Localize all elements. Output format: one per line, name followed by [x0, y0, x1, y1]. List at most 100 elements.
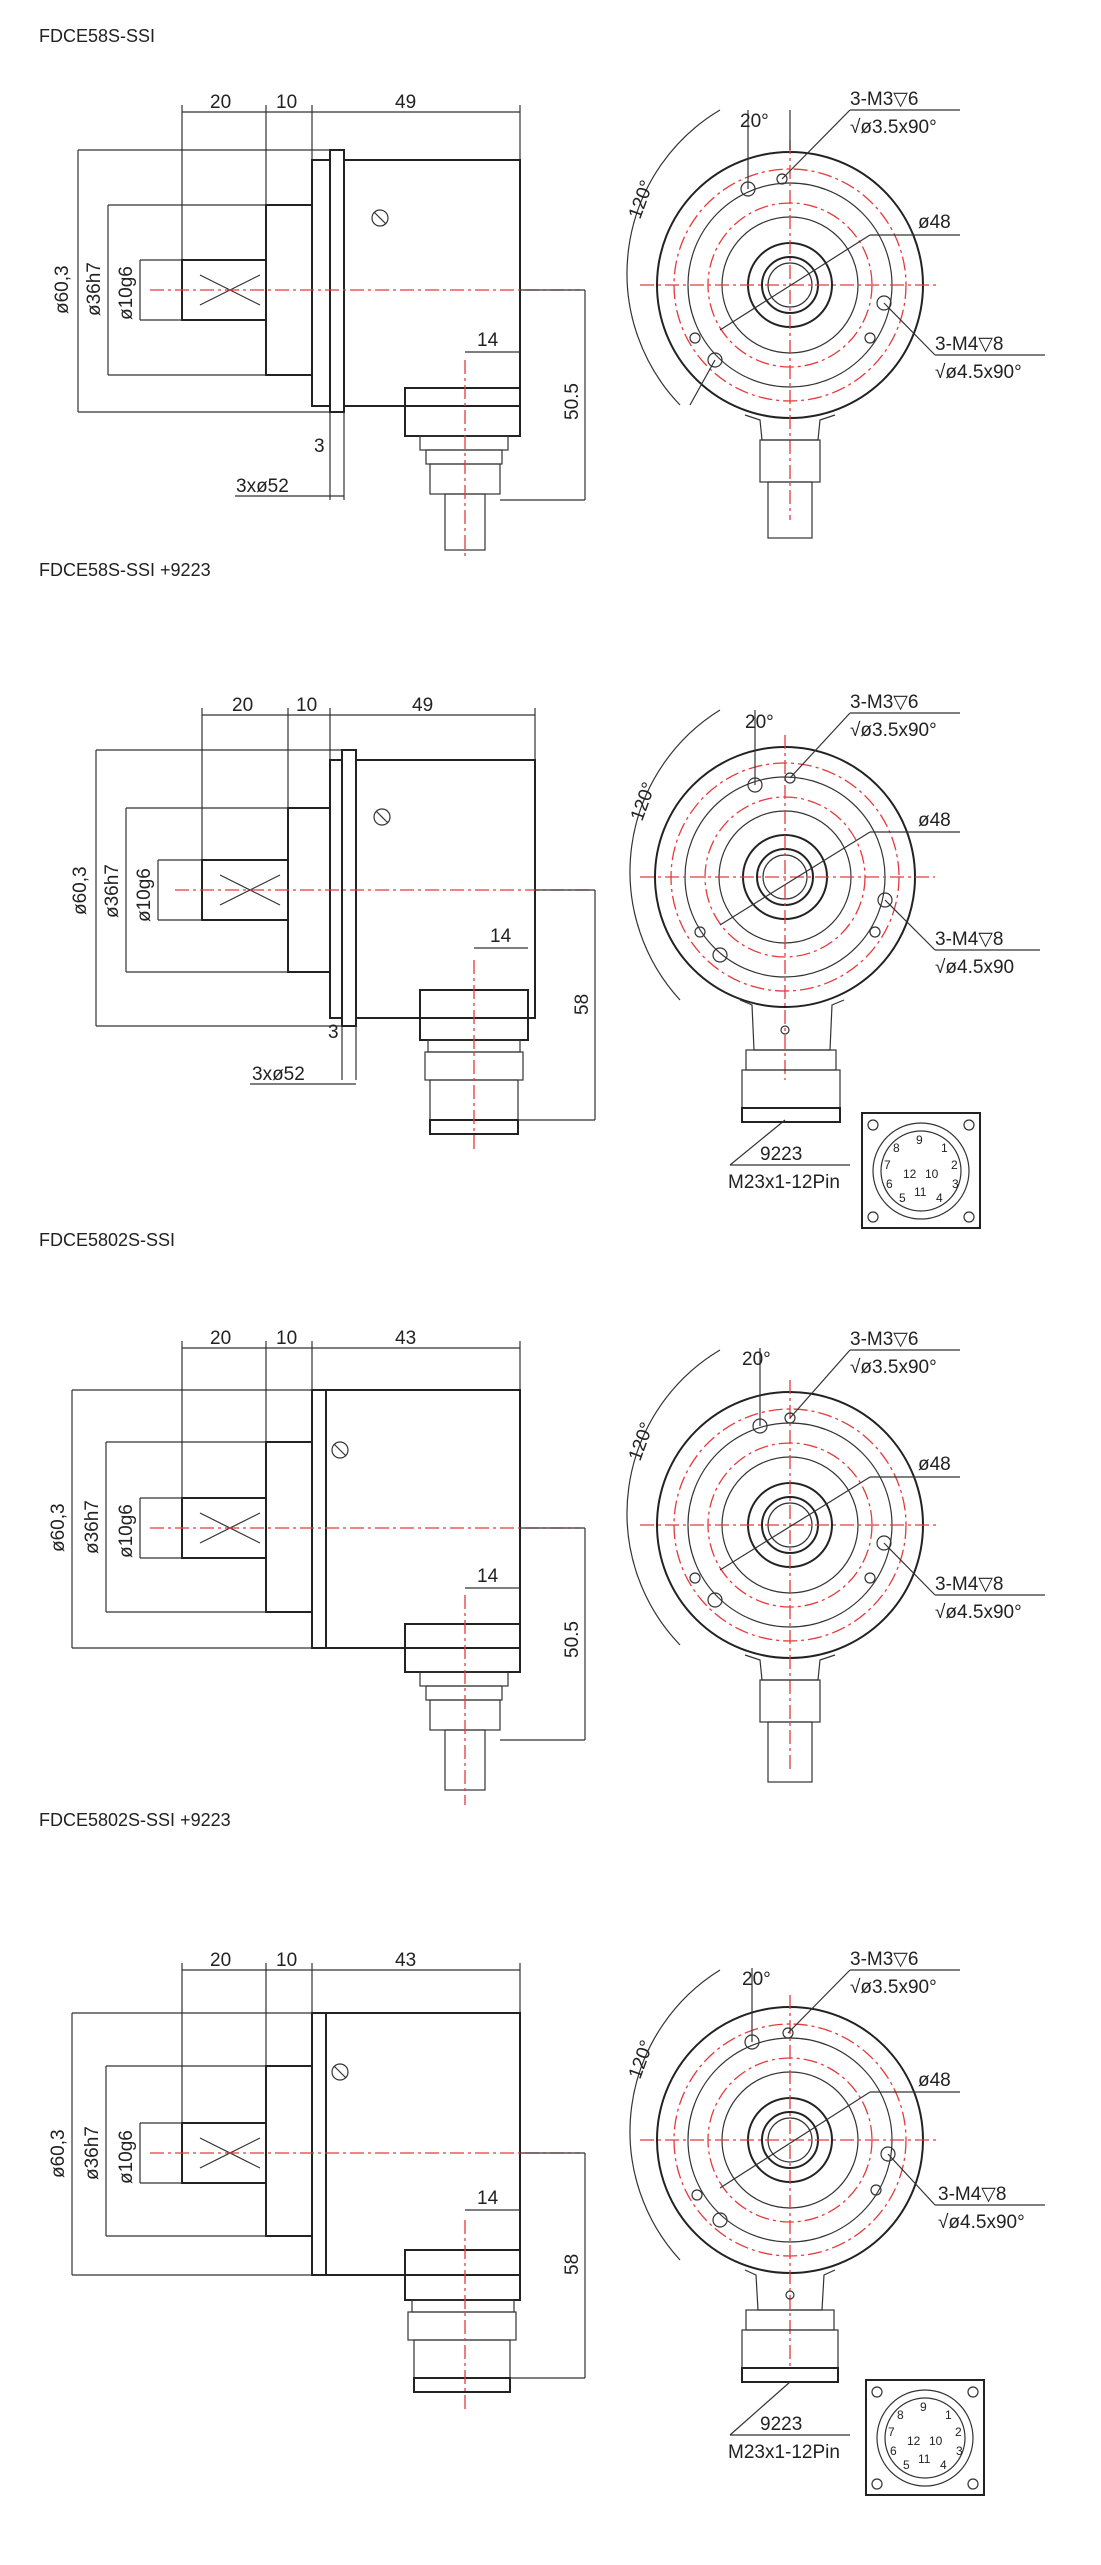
pin-label: 11	[914, 1185, 927, 1199]
drawing-title: FDCE58S-SSI	[39, 26, 156, 46]
dim-shaft-diameter: ø10g6	[116, 2130, 137, 2184]
connector-pinout: 9 8 1 7 12 10 2 6 3 5 11 4	[865, 2379, 985, 2496]
dim-height: 58	[572, 994, 593, 1015]
pin-label: 10	[925, 1167, 939, 1181]
dim-shaft-length: 20	[210, 1950, 231, 1971]
dim-hole-ring: 3xø52	[236, 476, 289, 497]
dim-flange-length: 10	[276, 92, 297, 113]
angle-top: 20°	[742, 1349, 771, 1370]
dim-shaft-diameter: ø10g6	[116, 1504, 137, 1558]
pin-label: 8	[897, 2408, 904, 2422]
dim-height: 58	[562, 2254, 583, 2275]
front-view: 20° 120° 3-M3▽6 √ø3.5x90° ø48 3-M4▽8 √ø4…	[625, 89, 1045, 539]
dim-spigot-diameter: ø36h7	[82, 1500, 103, 1554]
holes-a-thread: 3-M3▽6	[850, 1329, 918, 1350]
front-view: 20° 120° 3-M3▽6 √ø3.5x90° ø48 3-M4▽8 √ø4…	[625, 1949, 1045, 2463]
angle-top: 20°	[742, 1969, 771, 1990]
pin-label: 12	[903, 1167, 917, 1181]
pin-label: 11	[918, 2452, 931, 2466]
pin-label: 5	[899, 1191, 906, 1205]
drawing-title: FDCE5802S-SSI	[39, 1230, 176, 1250]
pin-label: 2	[951, 1158, 958, 1172]
technical-drawing: 20 10 43 ø60,3 ø36h7 ø10g6	[48, 1328, 1045, 1805]
pin-label: 9	[920, 2400, 927, 2414]
pin-label: 4	[940, 2458, 947, 2472]
angle-side: 120°	[625, 1420, 658, 1464]
dim-shaft-length: 20	[232, 695, 253, 716]
dim-flange-length: 10	[296, 695, 317, 716]
pitch-circle: ø48	[918, 212, 951, 233]
dim-spigot-diameter: ø36h7	[82, 2126, 103, 2180]
dim-body-length: 49	[395, 92, 416, 113]
dim-height: 50.5	[562, 1621, 583, 1658]
pin-label: 6	[890, 2444, 897, 2458]
holes-a-countersink: √ø3.5x90°	[850, 1357, 937, 1378]
holes-b-thread: 3-M4▽8	[935, 1574, 1003, 1595]
pitch-circle: ø48	[918, 2070, 951, 2091]
pin-label: 2	[955, 2425, 962, 2439]
dim-body-length: 49	[412, 695, 433, 716]
pin-label: 10	[929, 2434, 943, 2448]
front-view: 20° 120° 3-M3▽6 √ø3.5x90° ø48 3-M4▽8 √ø4…	[627, 692, 1040, 1193]
dim-flange-length: 10	[276, 1328, 297, 1349]
front-view: 20° 120° 3-M3▽6 √ø3.5x90° ø48 3-M4▽8 √ø4…	[625, 1329, 1045, 1783]
drawing-section-4: FDCE5802S-SSI +9223 20 10 43	[0, 1810, 1101, 2560]
dim-outer-diameter: ø60,3	[48, 2129, 69, 2178]
pin-label: 3	[952, 1177, 959, 1191]
pitch-circle: ø48	[918, 810, 951, 831]
dim-connector-offset: 14	[477, 330, 499, 351]
drawing-section-2: FDCE58S-SSI +9223 20 10 49	[0, 560, 1101, 1230]
dim-spigot-diameter: ø36h7	[84, 262, 105, 316]
pin-label: 6	[886, 1177, 893, 1191]
connector-pinout: 9 8 1 7 12 10 2 6 3 5 11 4	[861, 1112, 981, 1229]
drawing-section-1: FDCE58S-SSI 20 10 49	[0, 0, 1101, 560]
dim-connector-offset: 14	[477, 1566, 499, 1587]
holes-b-thread: 3-M4▽8	[935, 929, 1003, 950]
dim-shaft-length: 20	[210, 1328, 231, 1349]
dim-flange-length: 10	[276, 1950, 297, 1971]
dim-gap: 3	[328, 1022, 339, 1043]
dim-outer-diameter: ø60,3	[70, 866, 91, 915]
pin-label: 4	[936, 1191, 943, 1205]
pin-label: 12	[907, 2434, 921, 2448]
side-view: 20 10 49 ø60,3	[52, 92, 586, 560]
dim-spigot-diameter: ø36h7	[102, 864, 123, 918]
angle-side: 120°	[625, 178, 658, 222]
dim-hole-ring: 3xø52	[252, 1064, 305, 1085]
dim-shaft-diameter: ø10g6	[116, 266, 137, 320]
pin-label: 9	[916, 1133, 923, 1147]
holes-b-thread: 3-M4▽8	[938, 2184, 1006, 2205]
connector-spec: M23x1-12Pin	[728, 1172, 840, 1193]
connector-spec: M23x1-12Pin	[728, 2442, 840, 2463]
dim-height: 50.5	[562, 383, 583, 420]
angle-top: 20°	[745, 712, 774, 733]
dim-outer-diameter: ø60,3	[52, 265, 73, 314]
pin-label: 1	[945, 2408, 952, 2422]
pin-label: 7	[884, 1158, 891, 1172]
drawing-title: FDCE58S-SSI +9223	[39, 560, 211, 580]
dim-body-length: 43	[395, 1950, 416, 1971]
connector-code: 9223	[760, 1144, 802, 1165]
dim-shaft-diameter: ø10g6	[134, 868, 155, 922]
drawing-section-3: FDCE5802S-SSI 20 10 43	[0, 1230, 1101, 1810]
pin-label: 1	[941, 1141, 948, 1155]
holes-a-thread: 3-M3▽6	[850, 1949, 918, 1970]
holes-b-countersink: √ø4.5x90°	[935, 1602, 1022, 1623]
holes-b-countersink: √ø4.5x90	[935, 957, 1014, 978]
dim-outer-diameter: ø60,3	[48, 1503, 69, 1552]
pitch-circle: ø48	[918, 1454, 951, 1475]
technical-drawing: 20 10 49 ø60,3	[52, 89, 1045, 560]
side-view: 20 10 49 ø60,3 ø36h7 ø10g6	[70, 695, 596, 1150]
side-view: 20 10 43 ø60,3 ø36h7 ø10g6	[48, 1328, 586, 1805]
dim-body-length: 43	[395, 1328, 416, 1349]
holes-b-countersink: √ø4.5x90°	[938, 2212, 1025, 2233]
holes-b-countersink: √ø4.5x90°	[935, 362, 1022, 383]
dim-shaft-length: 20	[210, 92, 231, 113]
holes-a-countersink: √ø3.5x90°	[850, 720, 937, 741]
drawing-title: FDCE5802S-SSI +9223	[39, 1810, 231, 1830]
pin-label: 8	[893, 1141, 900, 1155]
holes-a-countersink: √ø3.5x90°	[850, 117, 937, 138]
angle-top: 20°	[740, 111, 769, 132]
side-view: 20 10 43 ø60,3 ø36h7 ø10g6	[48, 1950, 586, 2410]
holes-a-thread: 3-M3▽6	[850, 692, 918, 713]
